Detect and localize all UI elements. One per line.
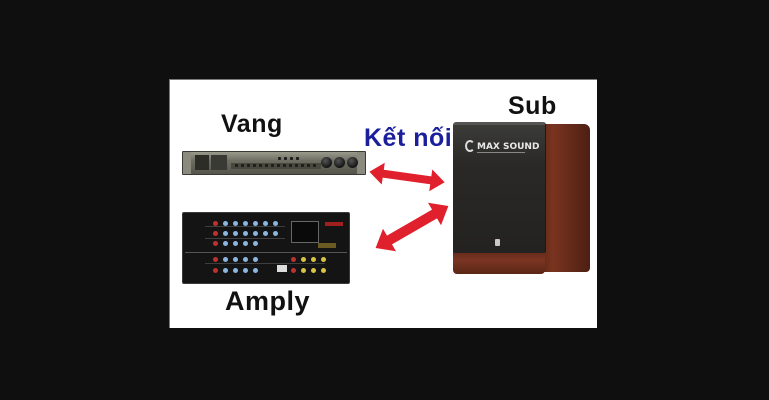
amp-brand-plate xyxy=(325,222,343,226)
amp-model-plate xyxy=(318,243,336,248)
max-sound-logo-icon xyxy=(465,140,475,152)
double-arrow-icon xyxy=(375,202,449,252)
subwoofer-image: MAX SOUND xyxy=(453,122,590,275)
knob xyxy=(347,157,358,168)
rack-ear xyxy=(357,152,365,174)
amp-display xyxy=(291,221,319,243)
knob xyxy=(321,157,332,168)
knob xyxy=(334,157,345,168)
sub-badge xyxy=(495,239,500,246)
diagram-panel: Sub Vang Kết nối Amply xyxy=(169,79,597,328)
fader-block xyxy=(211,155,227,170)
vang-label: Vang xyxy=(221,110,283,138)
rack-ear xyxy=(183,152,191,174)
sub-front-grille: MAX SOUND xyxy=(453,122,545,253)
amply-label: Amply xyxy=(225,286,311,316)
sub-label: Sub xyxy=(508,92,557,120)
amply-device-image xyxy=(182,212,350,284)
input-jacks xyxy=(195,155,209,170)
double-arrow-icon xyxy=(369,162,445,192)
connect-label: Kết nối xyxy=(364,124,453,152)
button-strip xyxy=(231,163,321,169)
sub-brand: MAX SOUND xyxy=(477,142,540,152)
sub-side-panel xyxy=(537,124,590,272)
amp-label-sticker xyxy=(277,265,287,272)
vang-device-image xyxy=(182,151,366,175)
